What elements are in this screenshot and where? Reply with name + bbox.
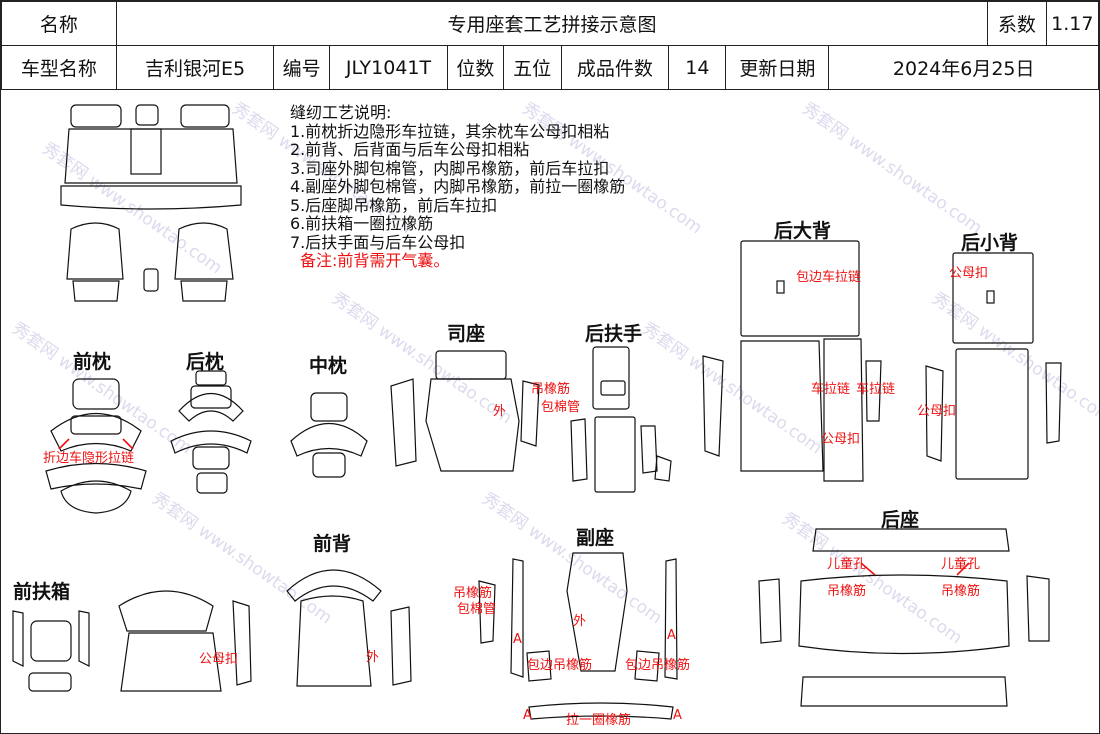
overview-armbox	[143, 268, 159, 292]
annotation-snap: 公母扣	[949, 266, 988, 281]
annotation-mark-a: A	[673, 708, 682, 723]
overview-front-seat	[180, 280, 228, 302]
annotation-elastic: 吊橡筋	[531, 381, 570, 397]
label-rear-seat: 后座	[881, 509, 920, 531]
seats-label: 位数	[447, 45, 504, 90]
annotation-snap: 公母扣	[199, 652, 238, 667]
model-value: 吉利银河E5	[115, 45, 275, 90]
annotation-elastic: 吊橡筋	[453, 585, 492, 601]
rear-headrest-pattern	[170, 370, 252, 494]
passenger-seat-pattern	[478, 552, 678, 720]
annotation-child-hole: 儿童孔	[827, 556, 866, 572]
note-item: 3.司座外脚包棉管，内脚吊橡筋，前后车拉扣	[290, 158, 610, 178]
driver-seat-pattern	[390, 350, 540, 472]
middle-headrest-pattern	[290, 392, 368, 478]
annotation-outer: 外	[573, 614, 586, 629]
overview-headrest	[70, 104, 122, 128]
watermark-text: 秀套网 www.showtao.com	[328, 289, 515, 429]
annotation-edge-elastic: 包边吊橡筋	[527, 657, 592, 673]
car-overview	[60, 104, 242, 302]
annotation-child-hole: 儿童孔	[941, 556, 980, 572]
note-item: 2.前背、后背面与后车公母扣相粘	[290, 140, 530, 159]
label-middle-headrest: 中枕	[309, 355, 348, 377]
annotation-mark-a: A	[523, 708, 532, 723]
note-item: 1.前枕折边隐形车拉链，其余枕车公母扣相粘	[290, 121, 610, 141]
note-item: 6.前扶箱一圈拉橡筋	[290, 214, 434, 233]
label-rear-small-back: 后小背	[961, 232, 1019, 254]
annotation-elastic: 吊橡筋	[827, 583, 866, 599]
code-label: 编号	[273, 45, 330, 90]
model-label: 车型名称	[1, 45, 117, 90]
front-back-pattern	[118, 569, 412, 692]
name-label: 名称	[1, 1, 117, 46]
rear-seat-pattern	[758, 528, 1050, 707]
annotation-mark-a: A	[513, 632, 522, 647]
overview-rear-back	[64, 128, 238, 184]
annotation-pull-elastic-loop: 拉一圈橡筋	[566, 712, 631, 728]
overview-front-seat	[174, 222, 234, 280]
annotation-elastic: 吊橡筋	[941, 583, 980, 599]
watermark-text: 秀套网 www.showtao.com	[638, 319, 825, 459]
overview-armrest	[130, 128, 162, 175]
watermark-text: 秀套网 www.showtao.com	[148, 489, 335, 629]
document-title: 专用座套工艺拼接示意图	[115, 1, 989, 46]
annotation-arrows	[58, 438, 970, 576]
date-label: 更新日期	[725, 45, 830, 90]
annotation-snap: 公母扣	[821, 432, 860, 447]
annotation-outer: 外	[366, 650, 379, 665]
overview-rear-cushion	[60, 185, 242, 210]
sewing-notes: 缝纫工艺说明: 1.前枕折边隐形车拉链，其余枕车公母扣相粘 2.前背、后背面与后…	[290, 103, 626, 271]
notes-remark: 备注:前背需开气囊。	[300, 251, 450, 270]
rear-big-back-pattern	[702, 240, 882, 482]
header-table: 名称 专用座套工艺拼接示意图 系数 1.17 车型名称 吉利银河E5 编号 JL…	[1, 1, 1100, 90]
note-item: 5.后座脚吊橡筋，前后车拉扣	[290, 195, 498, 215]
overview-headrest	[135, 104, 159, 126]
front-armbox-pattern	[12, 610, 90, 692]
overview-front-seat	[66, 222, 124, 280]
annotation-outer: 外	[493, 404, 506, 419]
label-front-back: 前背	[313, 533, 352, 555]
pieces-label: 成品件数	[560, 45, 670, 90]
coef-value: 1.17	[1045, 1, 1100, 46]
annotation-fold-zipper: 折边车隐形拉链	[43, 450, 134, 466]
label-rear-big-back: 后大背	[774, 220, 832, 242]
rear-armrest-pattern	[570, 346, 672, 493]
label-passenger-seat: 副座	[576, 527, 615, 549]
date-value: 2024年6月25日	[828, 45, 1099, 90]
pieces-value: 14	[668, 45, 727, 90]
notes-heading: 缝纫工艺说明:	[290, 103, 392, 122]
coef-label: 系数	[987, 1, 1047, 46]
annotation-zipper: 车拉链	[811, 381, 850, 397]
code-value: JLY1041T	[328, 45, 449, 90]
overview-front-seat	[72, 280, 120, 302]
rear-small-back-pattern	[925, 252, 1062, 480]
watermark-text: 秀套网 www.showtao.com	[8, 319, 195, 459]
label-rear-headrest: 后枕	[186, 351, 225, 373]
annotation-zipper: 车拉链	[856, 381, 895, 397]
annotation-edge-zipper: 包边车拉链	[796, 269, 861, 285]
watermark-text: 秀套网 www.showtao.com	[778, 509, 965, 649]
annotation-mark-a: A	[667, 628, 676, 643]
front-headrest-pattern	[45, 378, 147, 514]
label-front-armbox: 前扶箱	[13, 581, 71, 603]
note-item: 7.后扶手面与后车公母扣	[290, 232, 466, 252]
annotation-cotton-wrap: 包棉管	[457, 602, 496, 617]
label-driver-seat: 司座	[447, 323, 486, 345]
annotation-snap: 公母扣	[917, 404, 956, 419]
annotation-edge-elastic: 包边吊橡筋	[625, 657, 690, 673]
label-rear-armrest: 后扶手	[585, 323, 643, 345]
note-item: 4.副座外脚包棉管，内脚吊橡筋，前拉一圈橡筋	[290, 177, 626, 196]
overview-headrest	[180, 104, 230, 128]
annotation-cotton-wrap: 包棉管	[541, 400, 580, 415]
seats-value: 五位	[502, 45, 562, 90]
pattern-drawing: 秀套网 www.showtao.com 秀套网 www.showtao.com …	[8, 99, 1099, 728]
label-front-headrest: 前枕	[73, 351, 112, 373]
